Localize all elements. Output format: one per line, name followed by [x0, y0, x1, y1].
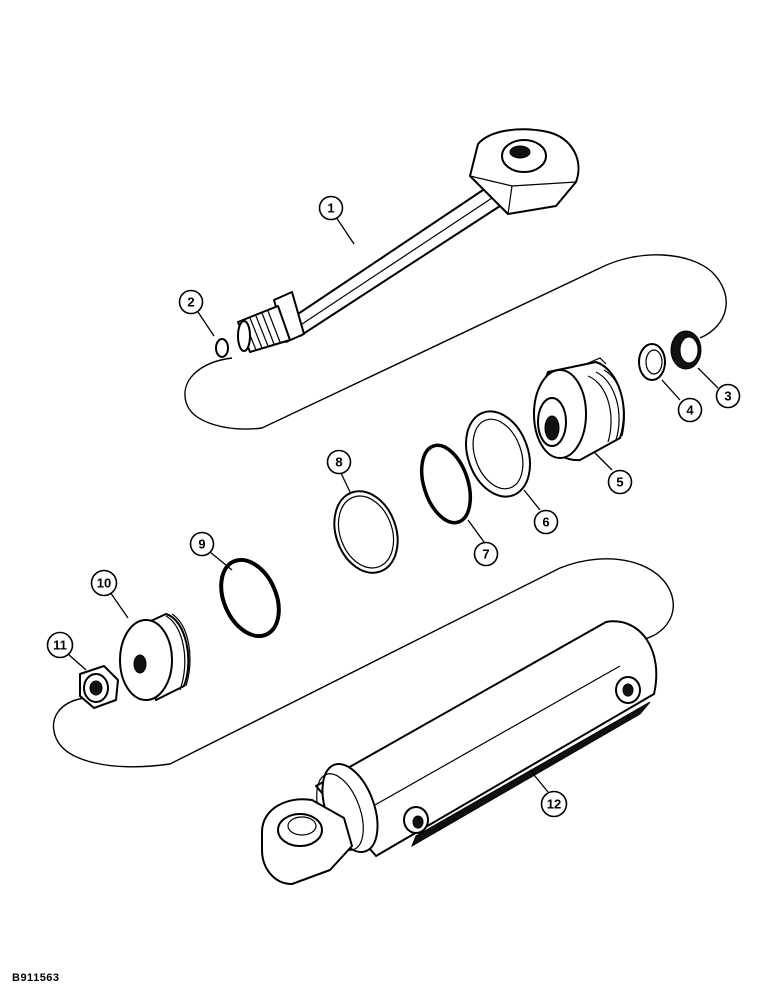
piston — [119, 613, 191, 701]
callout-7 — [473, 541, 499, 567]
callout-9-label: 9 — [198, 537, 205, 552]
callout-12 — [540, 790, 568, 818]
callout-12-label: 12 — [547, 797, 561, 812]
callout-1 — [318, 195, 344, 221]
callout-2-label: 2 — [187, 295, 194, 310]
callout-11-label: 11 — [53, 638, 67, 653]
backup-washer — [465, 410, 531, 498]
lock-nut — [79, 665, 119, 709]
drawing-number: B911563 — [12, 972, 60, 984]
piston-rod — [237, 128, 580, 353]
callout-4-label: 4 — [686, 403, 694, 418]
callout-7-label: 7 — [482, 547, 489, 562]
callout-3-label: 3 — [724, 389, 731, 404]
rod-seal — [638, 343, 666, 381]
piston-ring — [333, 490, 399, 574]
callout-9 — [189, 531, 215, 557]
callout-3 — [715, 383, 741, 409]
callout-1-label: 1 — [327, 201, 334, 216]
wiper-seal — [670, 330, 702, 370]
callout-6 — [533, 509, 559, 535]
cylinder-barrel — [261, 620, 658, 885]
callout-6-label: 6 — [542, 515, 549, 530]
callout-5-label: 5 — [616, 475, 623, 490]
callout-8 — [326, 449, 352, 475]
gland-o-ring — [419, 443, 473, 525]
callout-11 — [46, 631, 74, 659]
upper-assembly-loop — [184, 254, 727, 430]
callout-5 — [607, 469, 633, 495]
small-o-ring — [215, 338, 229, 358]
gland — [533, 357, 625, 462]
callout-4 — [677, 397, 703, 423]
callout-2 — [178, 289, 204, 315]
callout-10-label: 10 — [97, 576, 111, 591]
callout-10 — [90, 569, 118, 597]
piston-o-ring — [219, 557, 281, 639]
callout-8-label: 8 — [335, 455, 342, 470]
lower-assembly-loop — [52, 558, 674, 768]
